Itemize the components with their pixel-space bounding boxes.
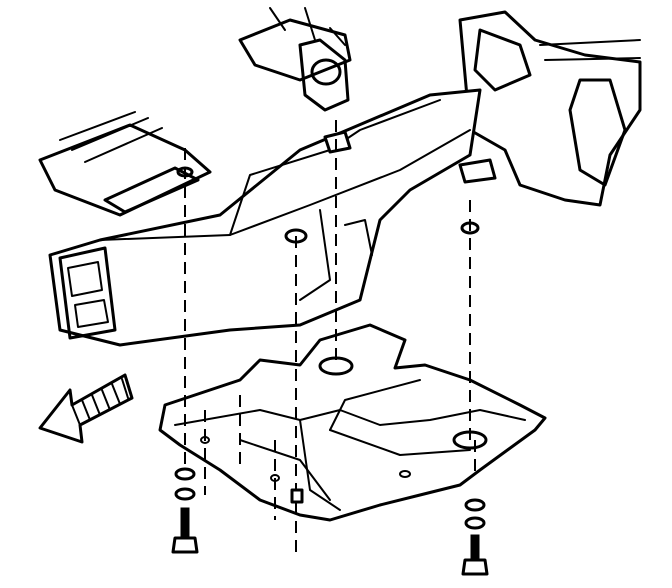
bolt-head (461, 558, 489, 576)
bolt-shank (470, 534, 480, 561)
washer (464, 516, 486, 530)
bolt-head (171, 536, 199, 554)
bolt-shank (180, 507, 190, 539)
washer (464, 498, 486, 512)
left-bolt-stack (171, 467, 199, 554)
crossmember (48, 88, 497, 347)
alignment-lines (184, 120, 476, 555)
washer (174, 487, 196, 501)
skid-plate (158, 323, 547, 522)
forward-direction-arrow (38, 373, 134, 444)
transmission-mount (238, 7, 352, 112)
washer (174, 467, 196, 481)
right-bolt-stack (461, 498, 489, 576)
left-frame-section (38, 111, 212, 217)
plate-fastener (290, 488, 304, 504)
right-frame-rail (458, 10, 642, 207)
